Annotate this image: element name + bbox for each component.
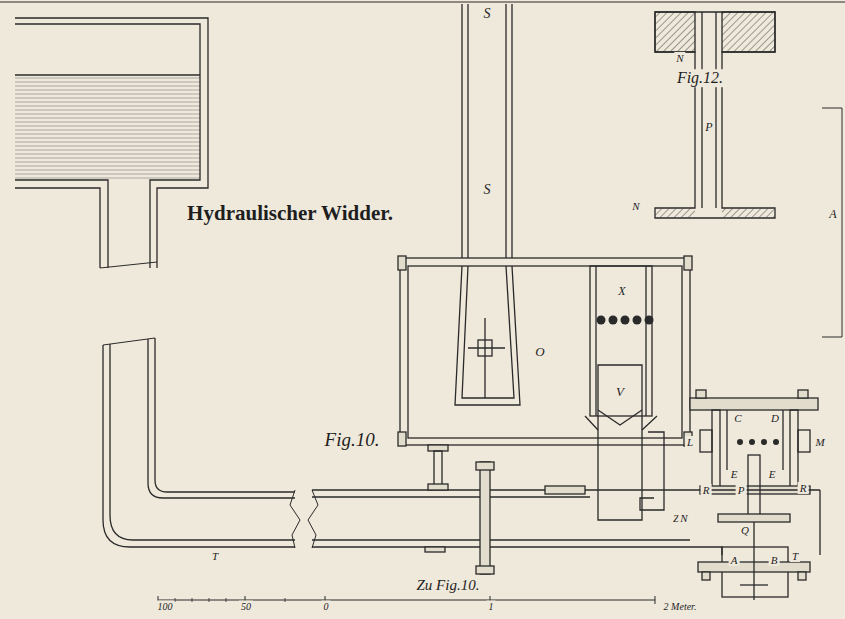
part-letter: T [790,550,800,562]
part-letter: P [703,121,714,134]
scale-number: 1 [487,601,496,612]
scale-caption: Zu Fig.10. [415,577,482,594]
part-letter: N [674,52,685,64]
part-letter: P [736,484,747,496]
part-letter: B [769,554,780,566]
figure-label: Fig.10. [323,430,382,451]
part-letter: O [533,345,546,359]
part-letter: Q [739,524,751,536]
figure-label: Fig.12. [675,69,725,87]
part-letter: A [729,554,740,566]
part-letter: R [798,482,809,494]
scale-number: 2 Meter. [662,601,699,612]
part-letter: D [769,412,781,424]
part-letter: V [614,385,626,399]
part-letter: L [685,436,695,448]
part-letter: N [630,200,641,212]
part-letter: X [616,285,627,298]
part-letter: E [767,468,778,480]
part-letter: T [210,550,220,562]
part-letter: C [732,412,743,424]
scale-number: 100 [156,601,175,612]
scale-number: 50 [239,601,253,612]
scale-number: 0 [322,601,331,612]
part-letter: A [827,208,838,221]
part-letter: S [482,6,493,21]
drawing-title: Hydraulischer Widder. [185,202,395,225]
part-letter: E [729,468,740,480]
part-letter: M [813,436,826,448]
part-letter: N [678,512,689,524]
part-letter: S [482,182,493,197]
part-letter: R [701,484,712,496]
